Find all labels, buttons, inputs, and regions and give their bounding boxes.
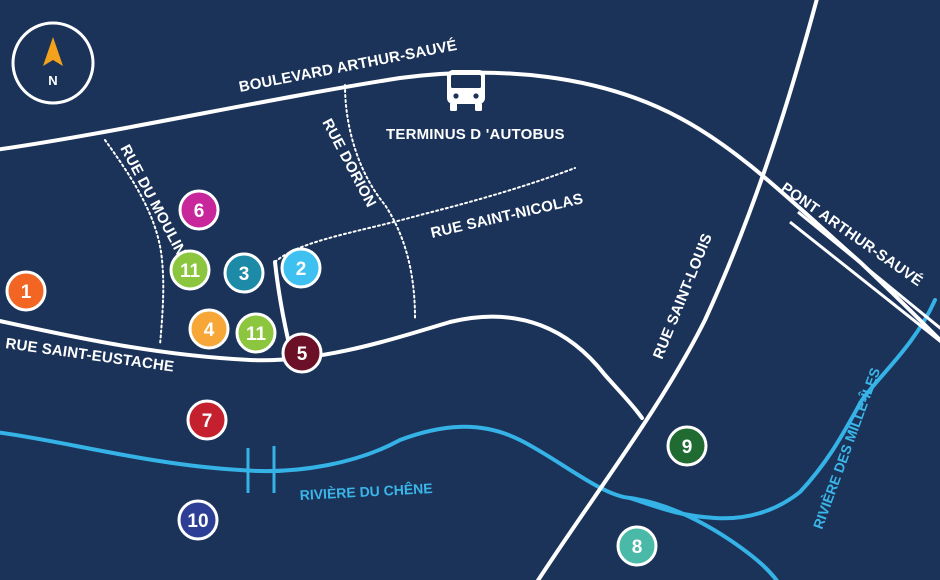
- marker-m5[interactable]: 5: [281, 332, 323, 374]
- rue-saint-eustache-road: [0, 314, 644, 420]
- label-pont-arthur-sauve: PONT ARTHUR-SAUVÉ: [778, 179, 926, 290]
- marker-circle: [616, 525, 658, 567]
- label-rue-du-moulin: RUE DU MOULIN: [116, 142, 189, 259]
- marker-number: 3: [239, 264, 250, 285]
- marker-m2[interactable]: 2: [280, 247, 322, 289]
- marker-number: 10: [187, 511, 208, 532]
- label-riviere-des-mille-iles: RIVIÈRE DES MILLE-ÎLES: [809, 365, 883, 531]
- marker-circle: [235, 312, 277, 354]
- rue-dorion-line: [344, 84, 416, 319]
- marker-m4[interactable]: 4: [188, 308, 230, 350]
- boulevard-arthur-sauve-road: [0, 70, 940, 343]
- marker-number: 11: [246, 324, 267, 345]
- pont-arthur-sauve: [789, 210, 940, 343]
- compass-letter: N: [48, 73, 57, 88]
- marker-m1[interactable]: 1: [5, 270, 47, 312]
- marker-number: 8: [632, 537, 643, 558]
- marker-m10[interactable]: 10: [177, 499, 219, 541]
- bridge-line-a: [789, 220, 940, 343]
- marker-circle: [186, 399, 228, 441]
- marker-m11b[interactable]: 11: [235, 312, 277, 354]
- riviere-des-mille-iles-line: [628, 298, 937, 521]
- label-rue-saint-nicolas: RUE SAINT-NICOLAS: [429, 190, 585, 242]
- bus-terminal[interactable]: TERMINUS D 'AUTOBUS: [386, 70, 565, 143]
- label-rue-saint-louis: RUE SAINT-LOUIS: [650, 231, 716, 361]
- marker-circle: [281, 332, 323, 374]
- bus-icon: [447, 70, 485, 111]
- marker-circle: [666, 425, 708, 467]
- marker-circle: [223, 252, 265, 294]
- chene-bridge: [246, 446, 276, 493]
- compass-ring: [11, 21, 95, 105]
- marker-m3[interactable]: 3: [223, 252, 265, 294]
- marker-circle: [5, 270, 47, 312]
- marker-number: 1: [21, 282, 32, 303]
- marker-number: 11: [180, 261, 201, 282]
- bridge-line-b: [797, 210, 940, 330]
- marker-circle: [177, 499, 219, 541]
- marker-number: 4: [204, 320, 215, 341]
- bus-terminal-label: TERMINUS D 'AUTOBUS: [386, 126, 565, 143]
- marker-circle: [188, 308, 230, 350]
- rue-du-moulin-line: [104, 139, 165, 346]
- riviere-du-chene-line: [0, 424, 779, 580]
- marker-m8[interactable]: 8: [616, 525, 658, 567]
- marker-circle: [169, 249, 211, 291]
- north-arrow-icon: [43, 37, 63, 66]
- marker-m11a[interactable]: 11: [169, 249, 211, 291]
- marker-number: 7: [202, 411, 213, 432]
- marker-number: 2: [296, 259, 307, 280]
- marker-m6[interactable]: 6: [178, 189, 220, 231]
- waterways: [0, 298, 937, 580]
- label-riviere-du-chene: RIVIÈRE DU CHÊNE: [299, 479, 433, 503]
- minor-streets: [104, 84, 576, 346]
- markers: 1 2 3 4 5 6 7 8 9 10 11 11: [5, 189, 708, 567]
- marker-circle: [280, 247, 322, 289]
- rue-saint-nicolas-line: [274, 167, 576, 263]
- rue-saint-louis-road: [535, 0, 819, 580]
- marker-number: 9: [682, 437, 693, 458]
- compass: N: [11, 21, 95, 105]
- marker-circle: [178, 189, 220, 231]
- marker-m7[interactable]: 7: [186, 399, 228, 441]
- marker-m9[interactable]: 9: [666, 425, 708, 467]
- marker-number: 6: [194, 201, 205, 222]
- marker-number: 5: [297, 344, 308, 365]
